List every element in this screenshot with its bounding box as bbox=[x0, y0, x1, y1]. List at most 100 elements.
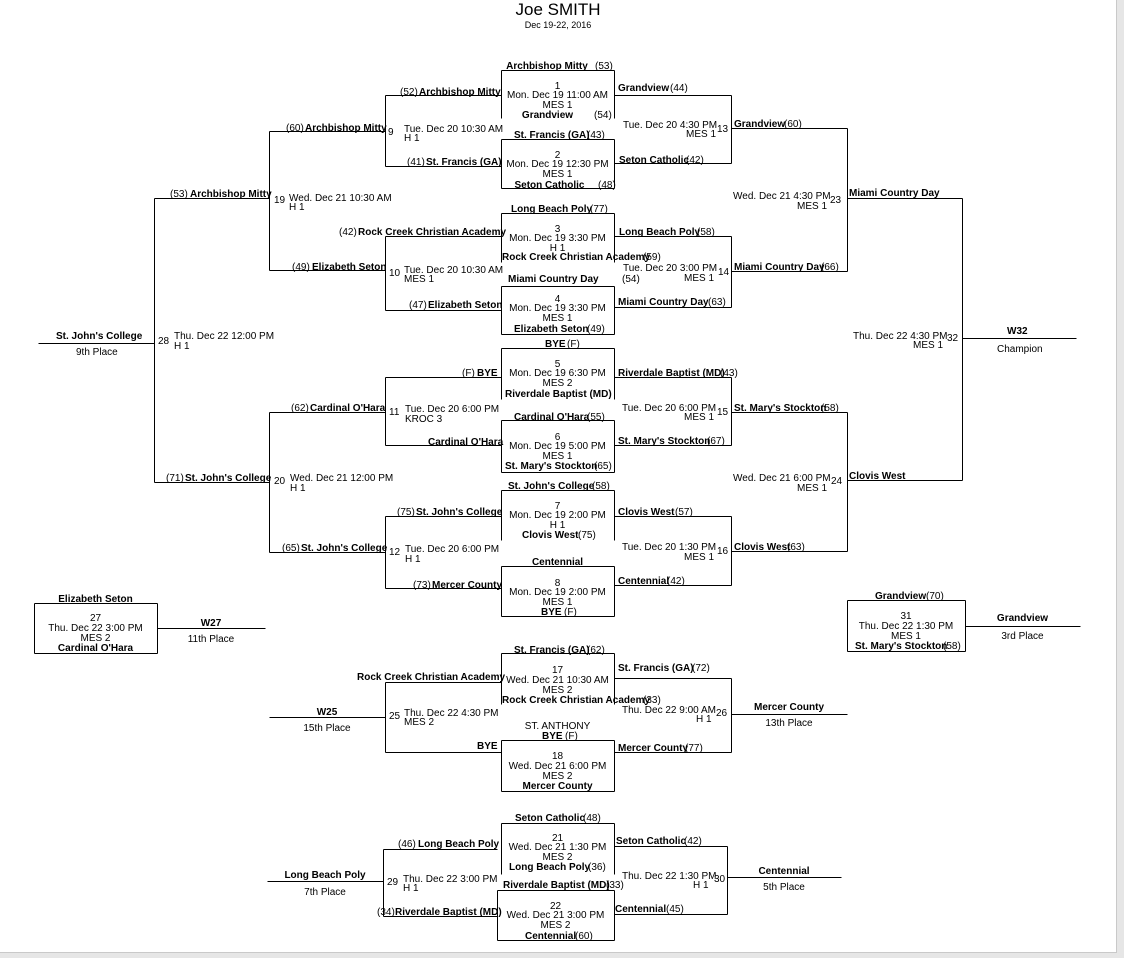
bracket-label: Archbishop Mitty bbox=[419, 87, 501, 98]
bracket-label: H 1 bbox=[405, 554, 421, 565]
bracket-label: Thu. Dec 22 1:30 PM bbox=[858, 621, 954, 632]
bracket-label: H 1 bbox=[290, 483, 306, 494]
bracket-label: Tue. Dec 20 6:00 PM bbox=[405, 544, 500, 555]
bracket-label: Tue. Dec 20 3:00 PM bbox=[623, 263, 718, 274]
bracket-label: (58) bbox=[943, 641, 961, 652]
bracket-label: H 1 bbox=[549, 243, 566, 254]
bracket-label: H 1 bbox=[696, 714, 712, 725]
bracket-label: 13 bbox=[717, 124, 729, 135]
bracket-label: MES 2 bbox=[542, 378, 573, 389]
bracket-label: MES 1 bbox=[542, 313, 573, 324]
bracket-label: (42) bbox=[339, 227, 357, 238]
bracket-label: (F) bbox=[567, 339, 580, 350]
bracket-label: Archbishop Mitty bbox=[190, 189, 272, 200]
bracket-label: (54) bbox=[622, 274, 640, 285]
bracket-label: (66) bbox=[821, 262, 839, 273]
bracket-label: MES 1 bbox=[686, 129, 717, 140]
bracket-label: Seton Catholic bbox=[514, 180, 585, 191]
bracket-label: (72) bbox=[692, 663, 710, 674]
bracket-label: Clovis West bbox=[734, 542, 791, 553]
bracket-label: (F) bbox=[565, 731, 578, 742]
bracket-label: Elizabeth Seton bbox=[58, 594, 133, 605]
bracket-label: (44) bbox=[670, 83, 688, 94]
bracket-label: MES 1 bbox=[542, 597, 573, 608]
bracket-label: Mon. Dec 19 2:00 PM bbox=[509, 587, 606, 598]
bracket-label: (53) bbox=[170, 189, 188, 200]
bracket-label: (62) bbox=[291, 403, 309, 414]
bracket-label: BYE bbox=[477, 368, 498, 379]
bracket-label: Wed. Dec 21 1:30 PM bbox=[508, 842, 607, 853]
bracket-label: Centennial bbox=[531, 557, 584, 568]
bracket-label: 28 bbox=[158, 336, 170, 347]
bracket-label: Thu. Dec 22 4:30 PM bbox=[853, 331, 948, 342]
bracket-label: (62) bbox=[587, 645, 605, 656]
bracket-label: (60) bbox=[575, 931, 593, 942]
bracket-label: Cardinal O'Hara bbox=[428, 437, 504, 448]
bracket-label: 32 bbox=[947, 333, 959, 344]
bracket-label: St. Mary's Stockton bbox=[505, 461, 598, 472]
bracket-label: MES 2 bbox=[542, 771, 573, 782]
bracket-label: Grandview bbox=[734, 119, 786, 130]
bracket-label: MES 2 bbox=[542, 685, 573, 696]
bracket-label: W32 bbox=[1007, 326, 1028, 337]
bracket-label: MES 1 bbox=[890, 631, 921, 642]
bracket-label: (57) bbox=[675, 507, 693, 518]
bracket-label: Riverdale Baptist (MD) bbox=[618, 368, 725, 379]
bracket-label: 26 bbox=[716, 708, 728, 719]
bracket-label: H 1 bbox=[549, 520, 566, 531]
bracket-label: (42) bbox=[667, 576, 685, 587]
bracket-label: St. John's College bbox=[508, 481, 595, 492]
bracket-label: 7 bbox=[554, 501, 561, 512]
bracket-label: (48) bbox=[598, 180, 616, 191]
bracket-label: 31 bbox=[900, 611, 912, 622]
bracket-label: 6 bbox=[554, 432, 561, 443]
bracket-label: 8 bbox=[554, 578, 561, 589]
bracket-label: (54) bbox=[594, 110, 612, 121]
bracket-label: (F) bbox=[462, 368, 475, 379]
bracket-label: Miami Country Day bbox=[734, 262, 825, 273]
bracket-label: Riverdale Baptist (MD) bbox=[395, 907, 502, 918]
bracket-label: Mon. Dec 19 12:30 PM bbox=[506, 159, 609, 170]
bracket-label: 3 bbox=[554, 224, 561, 235]
bracket-label: ST. ANTHONY bbox=[524, 721, 591, 732]
bracket-label: Archbishop Mitty bbox=[305, 123, 387, 134]
bracket-label: 13th Place bbox=[765, 718, 813, 729]
bracket-label: 20 bbox=[274, 476, 286, 487]
bracket-label: 5 bbox=[554, 359, 561, 370]
bracket-label: (33) bbox=[606, 880, 624, 891]
page-title: Joe SMITH bbox=[515, 0, 601, 19]
bracket-label: Tue. Dec 20 10:30 AM bbox=[404, 124, 504, 135]
bracket-label: (65) bbox=[594, 461, 612, 472]
bracket-label: Wed. Dec 21 12:00 PM bbox=[290, 473, 394, 484]
bracket-label: (49) bbox=[587, 324, 605, 335]
bracket-label: 12 bbox=[389, 547, 401, 558]
bracket-label: Mercer County bbox=[432, 580, 503, 591]
bracket-label: (75) bbox=[578, 530, 596, 541]
bracket-label: Long Beach Poly bbox=[418, 839, 500, 850]
bracket-label: 19 bbox=[274, 195, 286, 206]
bracket-label: Wed. Dec 21 4:30 PM bbox=[733, 191, 831, 202]
bracket-label: St. Mary's Stockton bbox=[734, 403, 827, 414]
bracket-label: St. John's College bbox=[185, 473, 272, 484]
bracket-label: Grandview bbox=[996, 613, 1049, 624]
bracket-label: (65) bbox=[282, 543, 300, 554]
bracket-label: Clovis West bbox=[618, 507, 675, 518]
bracket-label: Tue. Dec 20 4:30 PM bbox=[623, 120, 718, 131]
bracket-label: Miami Country Day bbox=[849, 188, 940, 199]
bracket-label: MES 1 bbox=[542, 451, 573, 462]
bracket-label: Wed. Dec 21 3:00 PM bbox=[506, 910, 605, 921]
bracket-label: Long Beach Poly bbox=[509, 862, 591, 873]
bracket-label: BYE bbox=[542, 731, 563, 742]
bracket-label: 7th Place bbox=[304, 887, 346, 898]
bracket-label: 30 bbox=[714, 874, 726, 885]
bracket-label: Riverdale Baptist (MD) bbox=[503, 880, 610, 891]
bracket-label: St. Francis (GA) bbox=[514, 645, 590, 656]
bracket-label: (34) bbox=[377, 907, 395, 918]
bracket-label: 5th Place bbox=[763, 882, 805, 893]
bracket-label: Grandview bbox=[521, 110, 574, 121]
bracket-label: (77) bbox=[685, 743, 703, 754]
bracket-label: BYE bbox=[545, 339, 566, 350]
bracket-label: Mon. Dec 19 6:30 PM bbox=[509, 368, 606, 379]
bracket-label: MES 2 bbox=[404, 717, 435, 728]
